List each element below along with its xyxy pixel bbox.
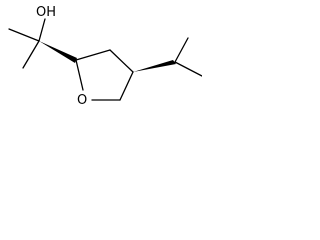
chemical-structure-diagram: OH O	[8, 5, 202, 108]
bond-isopropyl-methyl-upper	[174, 37, 189, 63]
bond-ring-c2-c3	[75, 49, 111, 61]
bond-ring-c4-c5	[119, 71, 134, 101]
bond-methyl-lower	[22, 40, 40, 69]
wedge-bond-ring-isopropyl	[133, 60, 176, 72]
bond-carbinol-hydroxyl	[38, 18, 46, 42]
bond-ring-c3-c4	[109, 49, 134, 73]
wedge-bond-carbinol-ring	[39, 41, 77, 63]
bond-methyl-upper	[8, 28, 40, 42]
ring-oxygen-label: O	[77, 93, 87, 108]
bond-ring-o-c2	[75, 59, 84, 91]
bond-isopropyl-methyl-lower	[174, 61, 202, 77]
hydroxyl-label: OH	[36, 5, 56, 20]
